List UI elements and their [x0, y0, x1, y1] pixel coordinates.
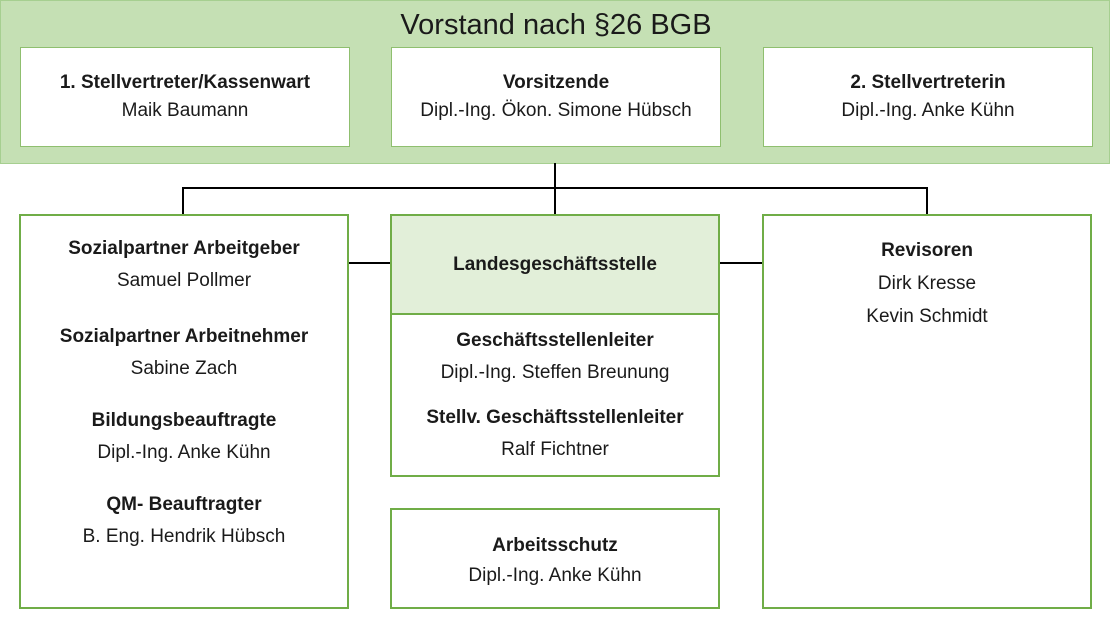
connector-line: [182, 187, 184, 215]
role-group: Bildungsbeauftragte Dipl.-Ing. Anke Kühn: [21, 408, 347, 466]
vorstand-member-box: 2. Stellvertreterin Dipl.-Ing. Anke Kühn: [763, 47, 1093, 147]
member-role: Vorsitzende: [502, 72, 610, 93]
connector-line: [554, 163, 556, 188]
landesgeschaeftsstelle-header: Landesgeschäftsstelle: [392, 216, 718, 315]
revisoren-box: Revisoren Dirk Kresse Kevin Schmidt: [762, 214, 1092, 609]
vorstand-member-box: Vorsitzende Dipl.-Ing. Ökon. Simone Hübs…: [391, 47, 721, 147]
role-title: Geschäftsstellenleiter: [456, 330, 654, 351]
role-name: B. Eng. Hendrik Hübsch: [82, 526, 286, 547]
member-role: 2. Stellvertreterin: [850, 72, 1006, 93]
connector-line: [719, 262, 762, 264]
role-name: Sabine Zach: [130, 358, 238, 379]
landesgeschaeftsstelle-title: Landesgeschäftsstelle: [453, 253, 657, 275]
connector-line: [926, 187, 928, 215]
role-name: Ralf Fichtner: [501, 439, 609, 460]
role-name: Samuel Pollmer: [116, 270, 252, 291]
role-group: Sozialpartner Arbeitnehmer Sabine Zach: [21, 324, 347, 382]
role-title: Sozialpartner Arbeitnehmer: [59, 326, 309, 347]
sozialpartner-box: Sozialpartner Arbeitgeber Samuel Pollmer…: [19, 214, 349, 609]
role-title: Arbeitsschutz: [492, 535, 618, 556]
role-group: QM- Beauftragter B. Eng. Hendrik Hübsch: [21, 492, 347, 550]
revisor-name: Dirk Kresse: [877, 273, 977, 294]
landesgeschaeftsstelle-box: Landesgeschäftsstelle Geschäftsstellenle…: [390, 214, 720, 477]
member-name: Maik Baumann: [121, 100, 249, 121]
role-title: Bildungsbeauftragte: [91, 410, 277, 431]
connector-line: [554, 187, 556, 215]
vorstand-title: Vorstand nach §26 BGB: [400, 9, 712, 41]
member-role: 1. Stellvertreter/Kassenwart: [59, 72, 311, 93]
member-name: Dipl.-Ing. Anke Kühn: [841, 100, 1015, 121]
revisor-name: Kevin Schmidt: [866, 306, 988, 327]
role-name: Dipl.-Ing. Steffen Breunung: [440, 362, 670, 383]
vorstand-band: Vorstand nach §26 BGB 1. Stellvertreter/…: [0, 0, 1110, 164]
vorstand-member-box: 1. Stellvertreter/Kassenwart Maik Bauman…: [20, 47, 350, 147]
revisoren-title: Revisoren: [881, 240, 973, 261]
role-title: Stellv. Geschäftsstellenleiter: [426, 407, 684, 428]
role-group: Geschäftsstellenleiter Dipl.-Ing. Steffe…: [392, 328, 718, 386]
role-name: Dipl.-Ing. Anke Kühn: [97, 442, 271, 463]
arbeitsschutz-box: Arbeitsschutz Dipl.-Ing. Anke Kühn: [390, 508, 720, 609]
role-title: QM- Beauftragter: [106, 494, 262, 515]
connector-line: [348, 262, 391, 264]
role-title: Sozialpartner Arbeitgeber: [68, 238, 300, 259]
member-name: Dipl.-Ing. Ökon. Simone Hübsch: [420, 100, 692, 121]
role-name: Dipl.-Ing. Anke Kühn: [468, 565, 642, 586]
role-group: Stellv. Geschäftsstellenleiter Ralf Fich…: [392, 405, 718, 463]
role-group: Sozialpartner Arbeitgeber Samuel Pollmer: [21, 236, 347, 294]
